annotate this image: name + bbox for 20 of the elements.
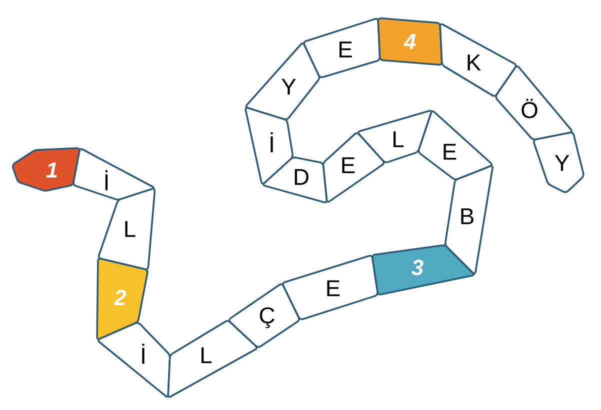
board-space: İ [98, 322, 171, 398]
board-space: Y [245, 42, 320, 120]
board-space: 4 [377, 17, 443, 66]
board-space: 2 [96, 258, 148, 340]
board-space: Ö [495, 66, 573, 140]
board-space: 3 [372, 244, 474, 296]
board-space: E [303, 18, 381, 78]
board-space: Ç [228, 283, 300, 348]
board-space: Y [532, 132, 584, 193]
board-space: İ [244, 106, 294, 185]
board-space: L [167, 320, 258, 398]
board-space: İ [72, 148, 154, 200]
board-space: E [418, 110, 492, 180]
board-space: B [444, 165, 494, 274]
board-space: E [282, 254, 378, 320]
board-space: K [439, 23, 517, 97]
board-space: E [322, 132, 385, 203]
board-space: 1 [12, 147, 80, 192]
board-space: D [262, 156, 328, 204]
board-space: L [358, 110, 432, 164]
